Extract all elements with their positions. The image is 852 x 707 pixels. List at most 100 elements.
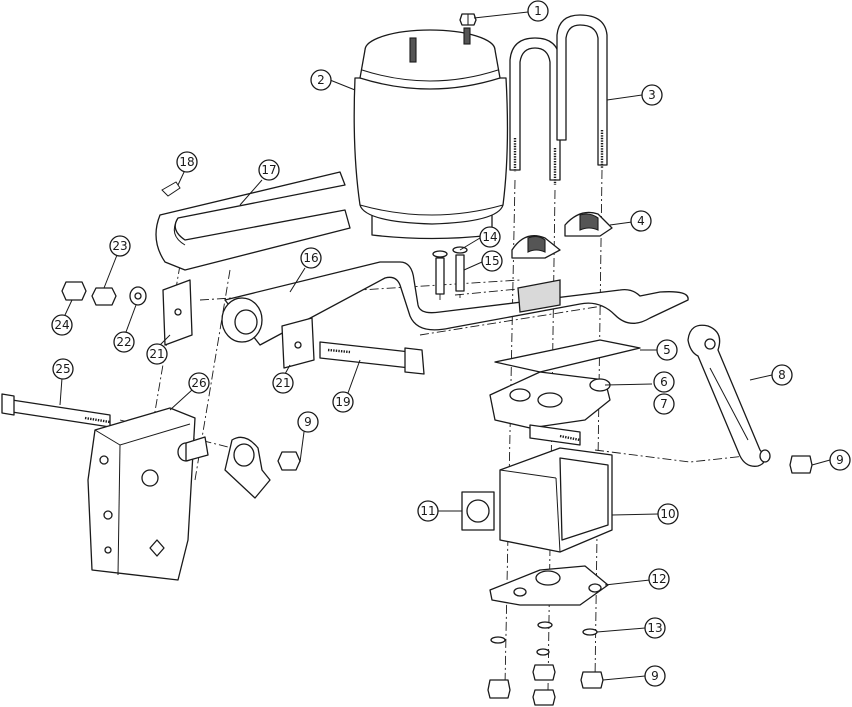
axle-wedge-left	[511, 235, 561, 259]
spacer-plate	[494, 339, 641, 373]
air-spring	[353, 27, 509, 240]
callout-number: 18	[179, 155, 194, 169]
callout-circle	[653, 393, 675, 415]
callout-16: 16	[300, 247, 322, 269]
bottom-washers	[490, 621, 598, 656]
clamp-strap	[155, 171, 351, 271]
left-nut-24	[61, 281, 87, 301]
u-bolt-rear	[556, 14, 608, 168]
callout-labels: 1234567899910111213141516171819212122232…	[51, 0, 851, 687]
callout-24: 24	[51, 314, 73, 336]
callout-circle	[641, 84, 663, 106]
left-nut-23	[91, 287, 117, 306]
hanger-bushing	[177, 436, 209, 462]
callout-number: 8	[778, 368, 786, 382]
callout-10: 10	[657, 503, 679, 525]
callout-circle	[417, 500, 439, 522]
axle-tube	[499, 447, 613, 553]
callout-circle	[297, 411, 319, 433]
callout-number: 4	[637, 214, 645, 228]
callout-circle	[829, 449, 851, 471]
shock-absorber	[687, 324, 771, 467]
callout-circle	[113, 331, 135, 353]
callout-circle	[176, 151, 198, 173]
callout-number: 25	[55, 362, 70, 376]
callout-circle	[300, 247, 322, 269]
callout-18: 18	[176, 151, 198, 173]
callout-circle	[481, 250, 503, 272]
callout-number: 21	[275, 376, 290, 390]
callout-circle	[771, 364, 793, 386]
air-spring-nut	[459, 13, 477, 26]
callout-circle	[332, 391, 354, 413]
callout-3: 3	[641, 84, 663, 106]
callout-circle	[51, 314, 73, 336]
square-washer	[461, 491, 495, 531]
callout-number: 5	[663, 343, 671, 357]
hanger-nut	[277, 451, 301, 471]
callout-22: 22	[113, 331, 135, 353]
callout-13: 13	[644, 617, 666, 639]
callout-5: 5	[656, 339, 678, 361]
callout-number: 19	[335, 395, 350, 409]
callout-9: 9	[829, 449, 851, 471]
callout-4: 4	[630, 210, 652, 232]
callout-number: 26	[191, 376, 206, 390]
callout-number: 9	[651, 669, 659, 683]
callout-number: 2	[317, 73, 325, 87]
mount-bracket-left	[162, 279, 193, 346]
axle-wedge-right	[564, 211, 613, 237]
callout-23: 23	[109, 235, 131, 257]
callout-8: 8	[771, 364, 793, 386]
callout-number: 1	[534, 4, 542, 18]
callout-25: 25	[52, 358, 74, 380]
callout-circle	[52, 358, 74, 380]
axle-seat-bottom	[489, 565, 609, 606]
callout-9: 9	[297, 411, 319, 433]
u-bolt-front	[509, 37, 561, 185]
callout-circle	[644, 617, 666, 639]
callout-circle	[527, 0, 549, 22]
callout-number: 10	[660, 507, 675, 521]
callout-circle	[310, 69, 332, 91]
long-bolt	[1, 393, 111, 428]
callout-circle	[653, 371, 675, 393]
bottom-nuts	[487, 664, 604, 706]
callout-26: 26	[188, 372, 210, 394]
axle-seat-top	[489, 371, 611, 429]
callout-2: 2	[310, 69, 332, 91]
callout-circle	[644, 665, 666, 687]
callout-9: 9	[644, 665, 666, 687]
callout-circle	[630, 210, 652, 232]
studs-and-washers	[432, 246, 468, 295]
callout-circle	[479, 226, 501, 248]
callout-6: 6	[653, 371, 675, 393]
callout-number: 17	[261, 163, 276, 177]
callout-21: 21	[272, 372, 294, 394]
callout-circle	[272, 372, 294, 394]
callout-circle	[109, 235, 131, 257]
callout-7: 7	[653, 393, 675, 415]
callout-number: 23	[112, 239, 127, 253]
callout-number: 16	[303, 251, 318, 265]
mount-bracket-right	[281, 317, 315, 369]
callout-11: 11	[417, 500, 439, 522]
callout-circle	[648, 568, 670, 590]
callout-15: 15	[481, 250, 503, 272]
seat-bolt	[529, 424, 581, 446]
left-washer	[129, 286, 147, 306]
callout-14: 14	[479, 226, 501, 248]
pivot-bolt	[319, 341, 425, 375]
callout-circle	[657, 503, 679, 525]
callout-number: 9	[304, 415, 312, 429]
callout-number: 9	[836, 453, 844, 467]
callout-number: 12	[651, 572, 666, 586]
callout-19: 19	[332, 391, 354, 413]
callout-21: 21	[146, 343, 168, 365]
callout-circle	[258, 159, 280, 181]
callout-number: 22	[116, 335, 131, 349]
cotter-pin	[161, 181, 181, 197]
callout-number: 6	[660, 375, 668, 389]
callout-number: 14	[482, 230, 497, 244]
